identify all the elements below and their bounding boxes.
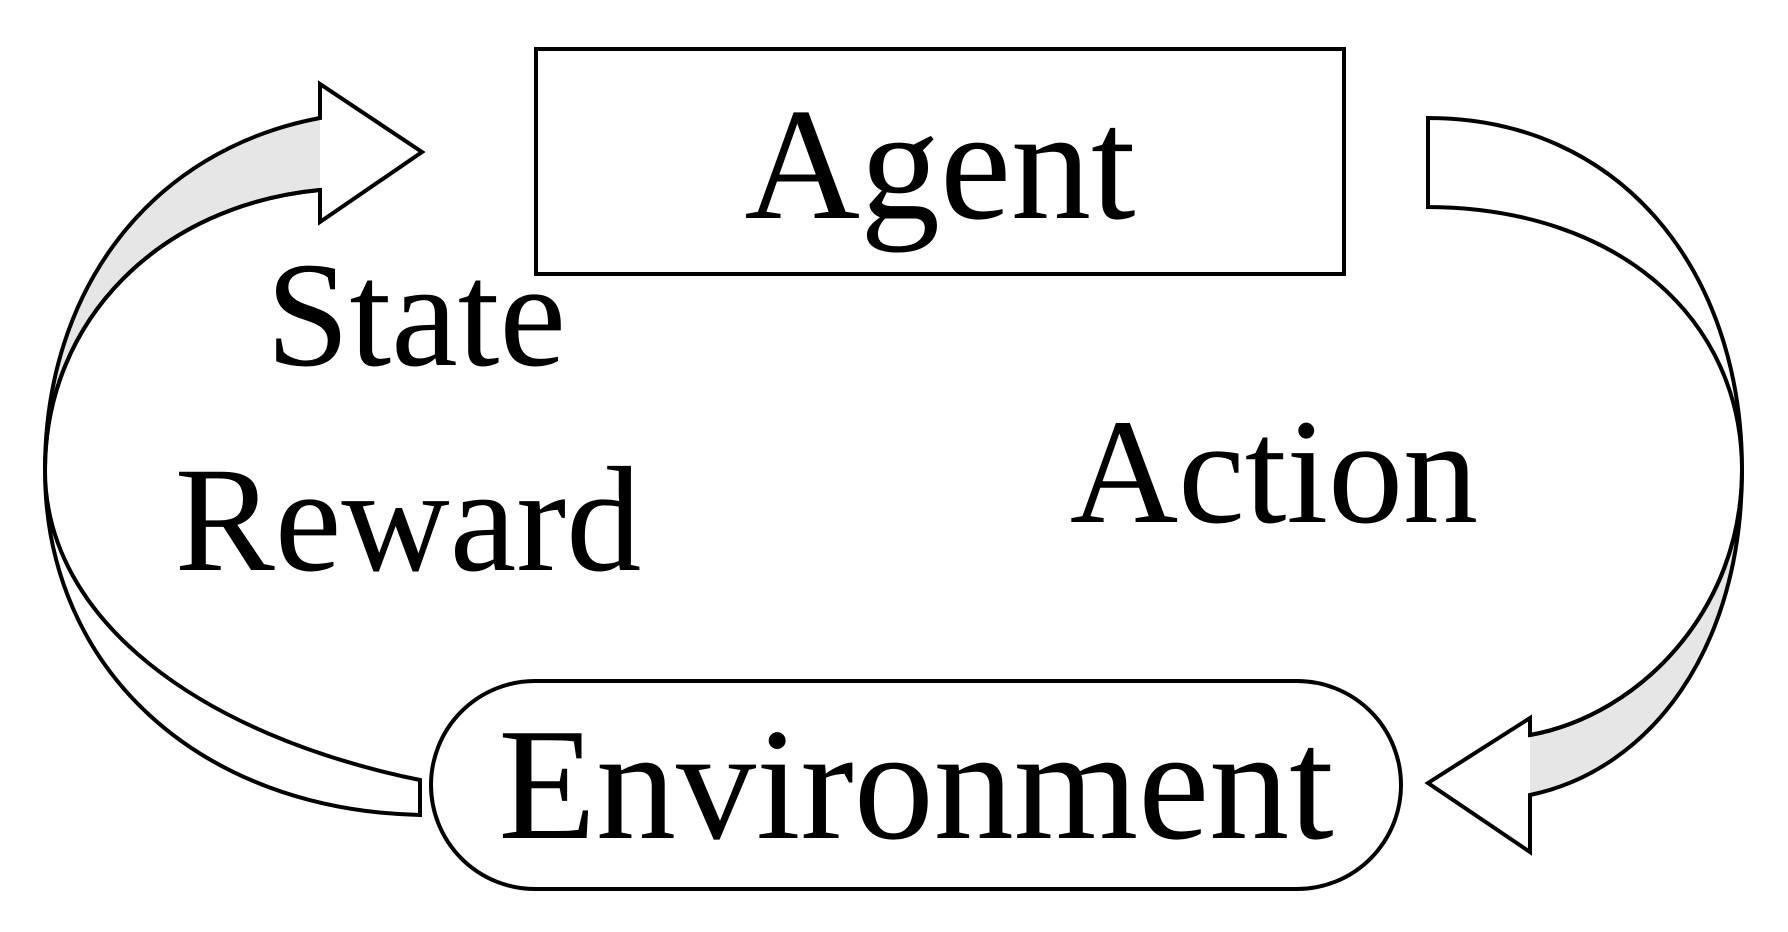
action-label: Action bbox=[1070, 389, 1478, 555]
state-reward-arrow bbox=[42, 80, 426, 818]
state-reward-arrow-body bbox=[42, 80, 426, 818]
action-arrow-body bbox=[1424, 115, 1745, 856]
reward-label: Reward bbox=[175, 437, 641, 603]
agent-label: Agent bbox=[744, 75, 1135, 253]
environment-label: Environment bbox=[498, 695, 1333, 873]
agent-box bbox=[534, 47, 1346, 276]
action-arrow-shade bbox=[1530, 470, 1742, 795]
state-reward-arrow-fold bbox=[43, 188, 321, 471]
action-arrow bbox=[1424, 115, 1745, 856]
state-label: State bbox=[266, 232, 566, 398]
agent-node: Agent bbox=[534, 47, 1346, 276]
environment-node: Environment bbox=[429, 679, 1403, 891]
action-arrow-fold bbox=[1529, 469, 1744, 737]
state-reward-arrow-shade bbox=[45, 118, 320, 470]
environment-box bbox=[429, 679, 1403, 891]
